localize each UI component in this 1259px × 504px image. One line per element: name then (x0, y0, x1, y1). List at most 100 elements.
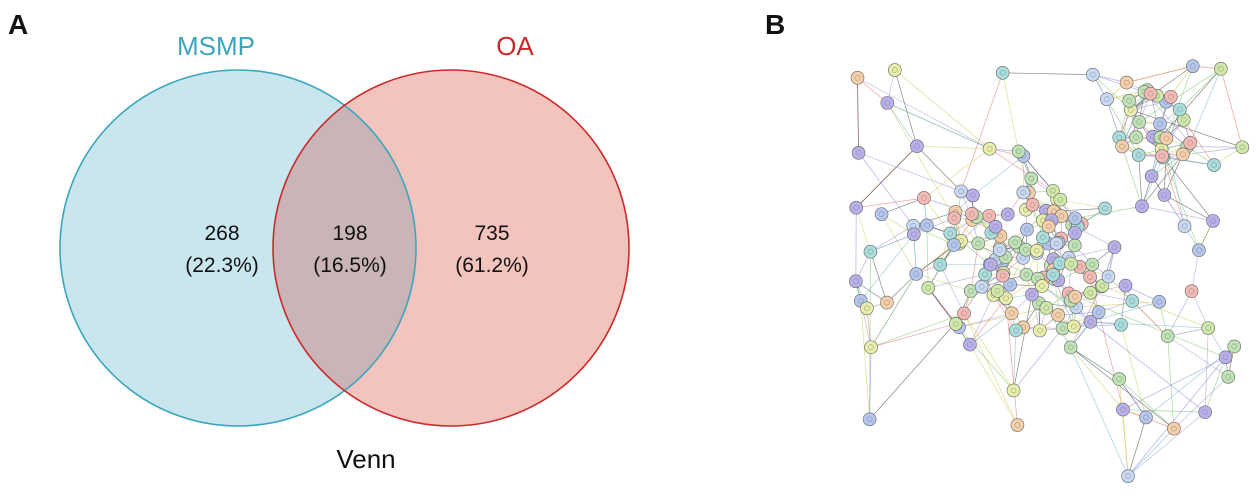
network-node-glyph (1014, 422, 1021, 428)
network-node-glyph (986, 213, 992, 219)
venn-title: Venn (336, 444, 395, 474)
network-node-glyph (1002, 254, 1009, 260)
network-edge (923, 197, 951, 234)
network-node-glyph (1072, 294, 1078, 300)
right-only-count: 735 (474, 222, 509, 245)
network-node (1227, 339, 1242, 354)
network-edge (1070, 347, 1175, 429)
network-node-glyph (982, 271, 988, 278)
network-node (1198, 405, 1212, 420)
network-node-glyph (1005, 211, 1011, 218)
network-edge (963, 313, 1014, 391)
network-node-glyph (1187, 140, 1193, 146)
network-node (1139, 410, 1153, 425)
network-node-glyph (1123, 79, 1130, 86)
network-node (1025, 197, 1040, 212)
network-edge (916, 145, 962, 192)
network-node (1055, 321, 1070, 336)
network-edge (881, 213, 917, 275)
network-edge (881, 197, 925, 215)
network-node-glyph (937, 261, 943, 268)
network-node (1067, 238, 1082, 253)
network-edge (913, 211, 956, 227)
network-edge (1167, 335, 1229, 378)
network-edge (894, 69, 918, 147)
network-node-glyph (1033, 247, 1040, 254)
network-node (1152, 294, 1167, 309)
network-edge (1002, 72, 1093, 76)
network-node-glyph (968, 288, 974, 294)
network-edge (1189, 68, 1222, 143)
network-node (1000, 207, 1015, 222)
network-edge (1167, 291, 1192, 337)
network-edge (916, 145, 990, 150)
network-edge (1013, 328, 1063, 391)
overlap-percent: (16.5%) (313, 254, 387, 277)
network-node-glyph (1007, 281, 1013, 288)
network-edge (1120, 324, 1147, 418)
network-edge (855, 207, 871, 252)
network-edge (970, 243, 979, 292)
network-node (1153, 117, 1167, 131)
network-edge (855, 145, 918, 208)
network-node (874, 207, 889, 221)
network-edge (1127, 428, 1175, 477)
network-node (1176, 147, 1190, 162)
network-node (995, 65, 1010, 80)
network-node (1160, 329, 1175, 344)
network-node-glyph (1099, 283, 1106, 289)
network-edge (923, 197, 972, 215)
network-edge (857, 77, 990, 150)
network-node-glyph (1104, 96, 1110, 102)
network-node (1049, 236, 1064, 251)
network-node (1115, 139, 1129, 154)
network-node-glyph (1095, 309, 1102, 315)
network-node-glyph (996, 247, 1003, 253)
network-node (1221, 369, 1236, 384)
network-node-glyph (1055, 312, 1061, 318)
network-node (1192, 243, 1206, 258)
network-node (1114, 317, 1128, 332)
network-edge (926, 225, 929, 288)
network-node (1125, 294, 1140, 308)
network-node (909, 267, 924, 281)
network-edge (1070, 347, 1124, 410)
network-node-glyph (1087, 290, 1094, 296)
network-node (1167, 421, 1181, 436)
network-edge (989, 148, 1054, 192)
network-node-glyph (958, 188, 964, 195)
network-node-glyph (1205, 325, 1212, 331)
network-node-glyph (1210, 218, 1216, 224)
network-node-glyph (951, 242, 957, 248)
network-node-glyph (866, 416, 873, 423)
network-edge (870, 225, 914, 252)
network-edge (869, 313, 965, 420)
network-node-glyph (913, 271, 920, 277)
network-node (863, 244, 878, 259)
network-node-glyph (854, 75, 861, 81)
network-node-glyph (1039, 283, 1045, 289)
network-node (1207, 158, 1221, 172)
network-edge (1118, 379, 1129, 477)
network-node-glyph (867, 248, 874, 255)
network-node (947, 238, 961, 252)
network-node (1064, 256, 1078, 271)
network-node-glyph (884, 100, 891, 106)
network-node-glyph (1222, 354, 1229, 361)
left-only-count: 268 (204, 222, 239, 245)
network-node (888, 63, 902, 77)
network-edge (1138, 155, 1143, 207)
network-edge (857, 77, 859, 153)
network-edge (1060, 199, 1106, 209)
network-edge (1131, 300, 1168, 337)
network-edge (1183, 119, 1215, 166)
network-edge (870, 313, 965, 348)
network-edge (1073, 324, 1122, 327)
network-node-glyph (1136, 119, 1143, 125)
network-edge (1090, 321, 1209, 329)
network-edge (1089, 276, 1124, 410)
network-node (1121, 469, 1135, 483)
network-node (921, 281, 935, 295)
network-node (988, 219, 1003, 234)
network-node (864, 340, 878, 355)
